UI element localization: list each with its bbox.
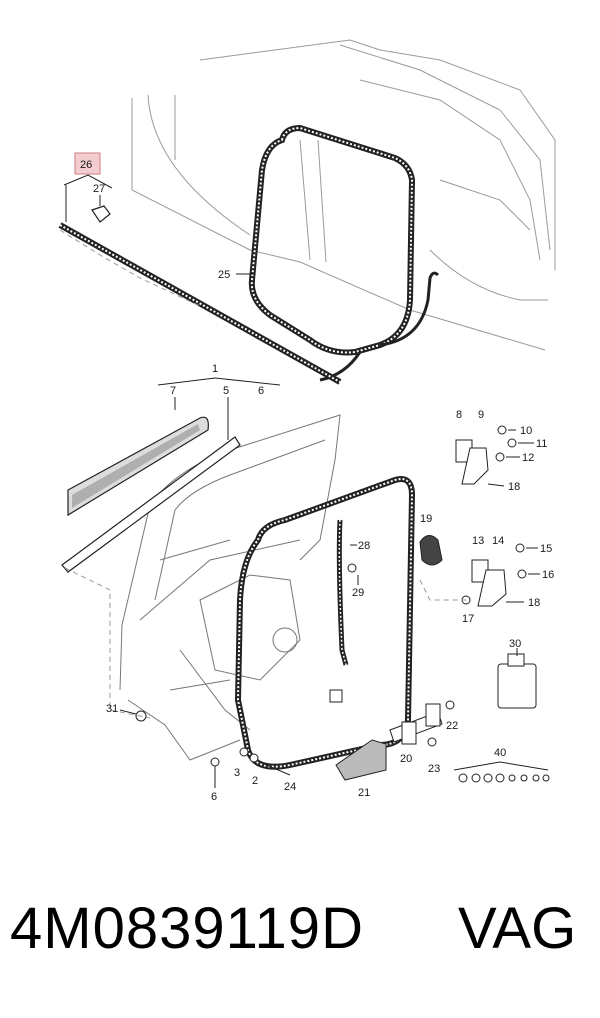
- sill-trim-26: [58, 222, 342, 385]
- callout-13: 13: [472, 535, 484, 547]
- callout-27: 27: [93, 183, 105, 195]
- screws-small-parts: [135, 563, 455, 767]
- bracket-40: [453, 761, 549, 771]
- callout-11: 11: [536, 438, 547, 450]
- window-channel-28: [336, 519, 349, 666]
- guide-dash-upper: [59, 229, 201, 307]
- callout-30: 30: [509, 638, 521, 650]
- callout-26: 26: [80, 159, 92, 171]
- callout-25: 25: [218, 269, 230, 281]
- callout-18b: 18: [528, 597, 540, 609]
- window-strip-5: [61, 436, 241, 573]
- callout-1: 1: [212, 363, 218, 375]
- callout-6: 6: [258, 385, 264, 397]
- car-body-outline: [131, 39, 556, 351]
- callout-23: 23: [428, 763, 440, 775]
- guide-dash-lower: [64, 567, 470, 719]
- callout-15: 15: [540, 543, 552, 555]
- caption-bar: 4M0839119D VAG: [0, 895, 600, 985]
- brand-label: VAG: [458, 896, 577, 961]
- cover-21: [335, 739, 387, 781]
- callout-labels: 26 27 25 1 7 5 6 8 9 10 11 12 18 19 28 1…: [80, 159, 554, 803]
- callout-29: 29: [352, 587, 364, 599]
- door-seal-25: [248, 124, 440, 382]
- callout-16: 16: [542, 569, 554, 581]
- callout-12: 12: [522, 452, 534, 464]
- callout-22: 22: [446, 720, 458, 732]
- callout-9: 9: [478, 409, 484, 421]
- callout-5: 5: [223, 385, 229, 397]
- door-seal-24: [234, 476, 416, 770]
- bracket-26: [63, 174, 113, 189]
- callout-17: 17: [462, 613, 474, 625]
- part-number: 4M0839119D: [10, 896, 364, 961]
- parts-exploded-diagram: 26 27 25 1 7 5 6 8 9 10 11 12 18 19 28 1…: [58, 39, 556, 803]
- fluid-bottle-30: [497, 653, 537, 709]
- callout-21: 21: [358, 787, 370, 799]
- bump-stop-19: [419, 535, 443, 566]
- highlight-box-26: [74, 152, 101, 175]
- bracket-1: [157, 377, 281, 386]
- clip-27: [91, 205, 111, 223]
- callout-40: 40: [494, 747, 506, 759]
- callout-31: 31: [106, 703, 118, 715]
- callout-3: 3: [234, 767, 240, 779]
- door-check-20: [389, 703, 443, 745]
- callout-18a: 18: [508, 481, 520, 493]
- callout-14: 14: [492, 535, 504, 547]
- callout-8: 8: [456, 409, 462, 421]
- fastener-set-40: [458, 773, 550, 783]
- callout-20: 20: [400, 753, 412, 765]
- callout-2: 2: [252, 775, 258, 787]
- callout-28: 28: [358, 540, 370, 552]
- upper-hinge: [455, 425, 517, 485]
- callout-24: 24: [284, 781, 296, 793]
- callout-19: 19: [420, 513, 432, 525]
- callout-7: 7: [170, 385, 176, 397]
- callout-leaders: [119, 397, 540, 788]
- door-panel: [119, 414, 341, 761]
- callout-10: 10: [520, 425, 532, 437]
- lower-hinge: [461, 543, 527, 607]
- window-trim-7: [67, 416, 209, 517]
- callout-6b: 6: [211, 791, 217, 803]
